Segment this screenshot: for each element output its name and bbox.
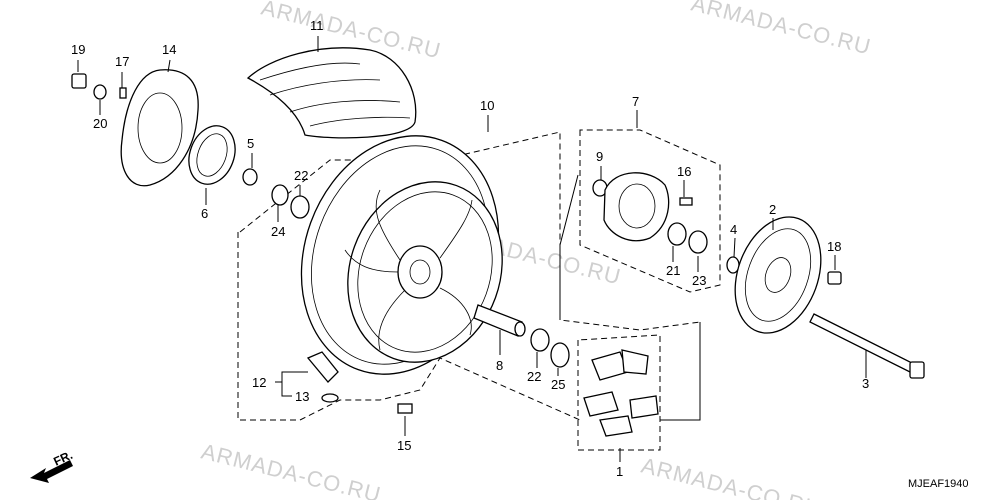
watermark: ARMADA-CO.RU bbox=[689, 0, 874, 59]
wheel-assembly-outline bbox=[237, 131, 701, 421]
callout-8: 8 bbox=[496, 358, 503, 373]
callout-16: 16 bbox=[677, 164, 691, 179]
watermark: ARMADA-CO.RU bbox=[199, 439, 384, 500]
callout-9: 9 bbox=[596, 149, 603, 164]
damper-assembly-outline bbox=[577, 334, 661, 451]
hub-assembly-outline bbox=[579, 129, 721, 293]
callout-17: 17 bbox=[115, 54, 129, 69]
small-parts bbox=[71, 73, 842, 414]
dust-seal bbox=[188, 125, 236, 185]
callout-5: 5 bbox=[247, 136, 254, 151]
callout-19: 19 bbox=[71, 42, 85, 57]
callout-15: 15 bbox=[397, 438, 411, 453]
callout-1: 1 bbox=[616, 464, 623, 479]
callout-24: 24 bbox=[271, 224, 285, 239]
callout-22-top: 22 bbox=[294, 168, 308, 183]
callout-numbers: 19 17 14 20 11 5 6 10 22 24 7 9 16 21 23… bbox=[71, 18, 869, 479]
callout-18: 18 bbox=[827, 239, 841, 254]
callout-21: 21 bbox=[666, 263, 680, 278]
watermark: ARMADA-CO.RU bbox=[639, 453, 824, 500]
callout-3: 3 bbox=[862, 376, 869, 391]
callout-6: 6 bbox=[201, 206, 208, 221]
callout-13: 13 bbox=[295, 389, 309, 404]
callout-23: 23 bbox=[692, 273, 706, 288]
callout-11: 11 bbox=[310, 18, 324, 33]
rear-wheel-rim bbox=[300, 135, 503, 375]
hub-leader bbox=[559, 174, 579, 320]
damper-leader bbox=[660, 322, 701, 421]
driven-flange bbox=[603, 172, 670, 242]
rear-axle bbox=[809, 313, 925, 379]
front-arrow-icon bbox=[30, 460, 73, 483]
wheel-damper-rubbers bbox=[583, 349, 659, 437]
axle-collar bbox=[473, 304, 526, 337]
callout-7: 7 bbox=[632, 94, 639, 109]
driven-sprocket bbox=[734, 216, 822, 334]
diagram-code: MJEAF1940 bbox=[908, 478, 969, 490]
callout-2: 2 bbox=[769, 202, 776, 217]
front-direction-indicator: FR. bbox=[30, 448, 75, 483]
callout-14: 14 bbox=[162, 42, 176, 57]
brake-disc bbox=[120, 69, 199, 187]
rear-tire bbox=[246, 47, 417, 139]
callout-25: 25 bbox=[551, 377, 565, 392]
callout-12: 12 bbox=[252, 375, 266, 390]
callout-10: 10 bbox=[480, 98, 494, 113]
callout-22-bottom: 22 bbox=[527, 369, 541, 384]
callout-20: 20 bbox=[93, 116, 107, 131]
leader-lines bbox=[77, 36, 867, 462]
callout-4: 4 bbox=[730, 222, 737, 237]
